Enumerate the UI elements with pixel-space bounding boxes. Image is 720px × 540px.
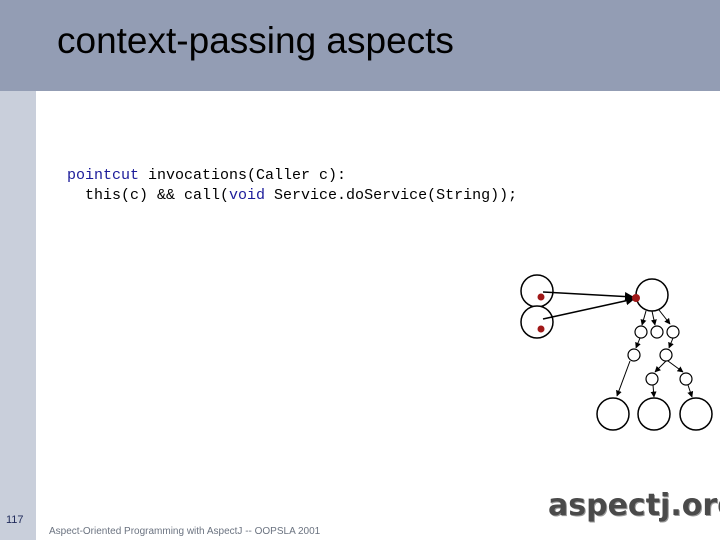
leaf-object [679,397,713,431]
join-point-dot [537,325,545,333]
slide-title: context-passing aspects [57,20,454,61]
small-node [679,372,693,386]
leaf-object [637,397,671,431]
call-arrow-top [542,291,634,302]
small-node [666,325,680,339]
service-object [635,278,669,312]
join-point-dot [632,294,640,302]
aspectj-logo: aspectj.org [548,488,720,523]
join-point-dot [537,293,545,301]
left-rail [0,91,36,540]
page-number: 117 [6,514,24,526]
small-node [650,325,664,339]
small-node [659,348,673,362]
small-node [634,325,648,339]
small-node [627,348,641,362]
code-keyword-pointcut: pointcut [67,167,140,184]
title-bar [0,0,720,91]
code-line2-prefix: this(c) && call( [67,187,230,204]
small-node [645,372,659,386]
code-line2-text: Service.doService(String)); [265,187,518,204]
footer-text: Aspect-Oriented Programming with AspectJ… [49,526,321,537]
caller-object-bottom [520,305,554,339]
call-arrow-bottom [542,296,635,320]
caller-object-top [520,274,554,308]
pointcut-code: pointcut invocations(Caller c): this(c) … [67,166,517,206]
code-keyword-void: void [229,187,266,204]
leaf-object [596,397,630,431]
code-line1-text: invocations(Caller c): [139,167,347,184]
